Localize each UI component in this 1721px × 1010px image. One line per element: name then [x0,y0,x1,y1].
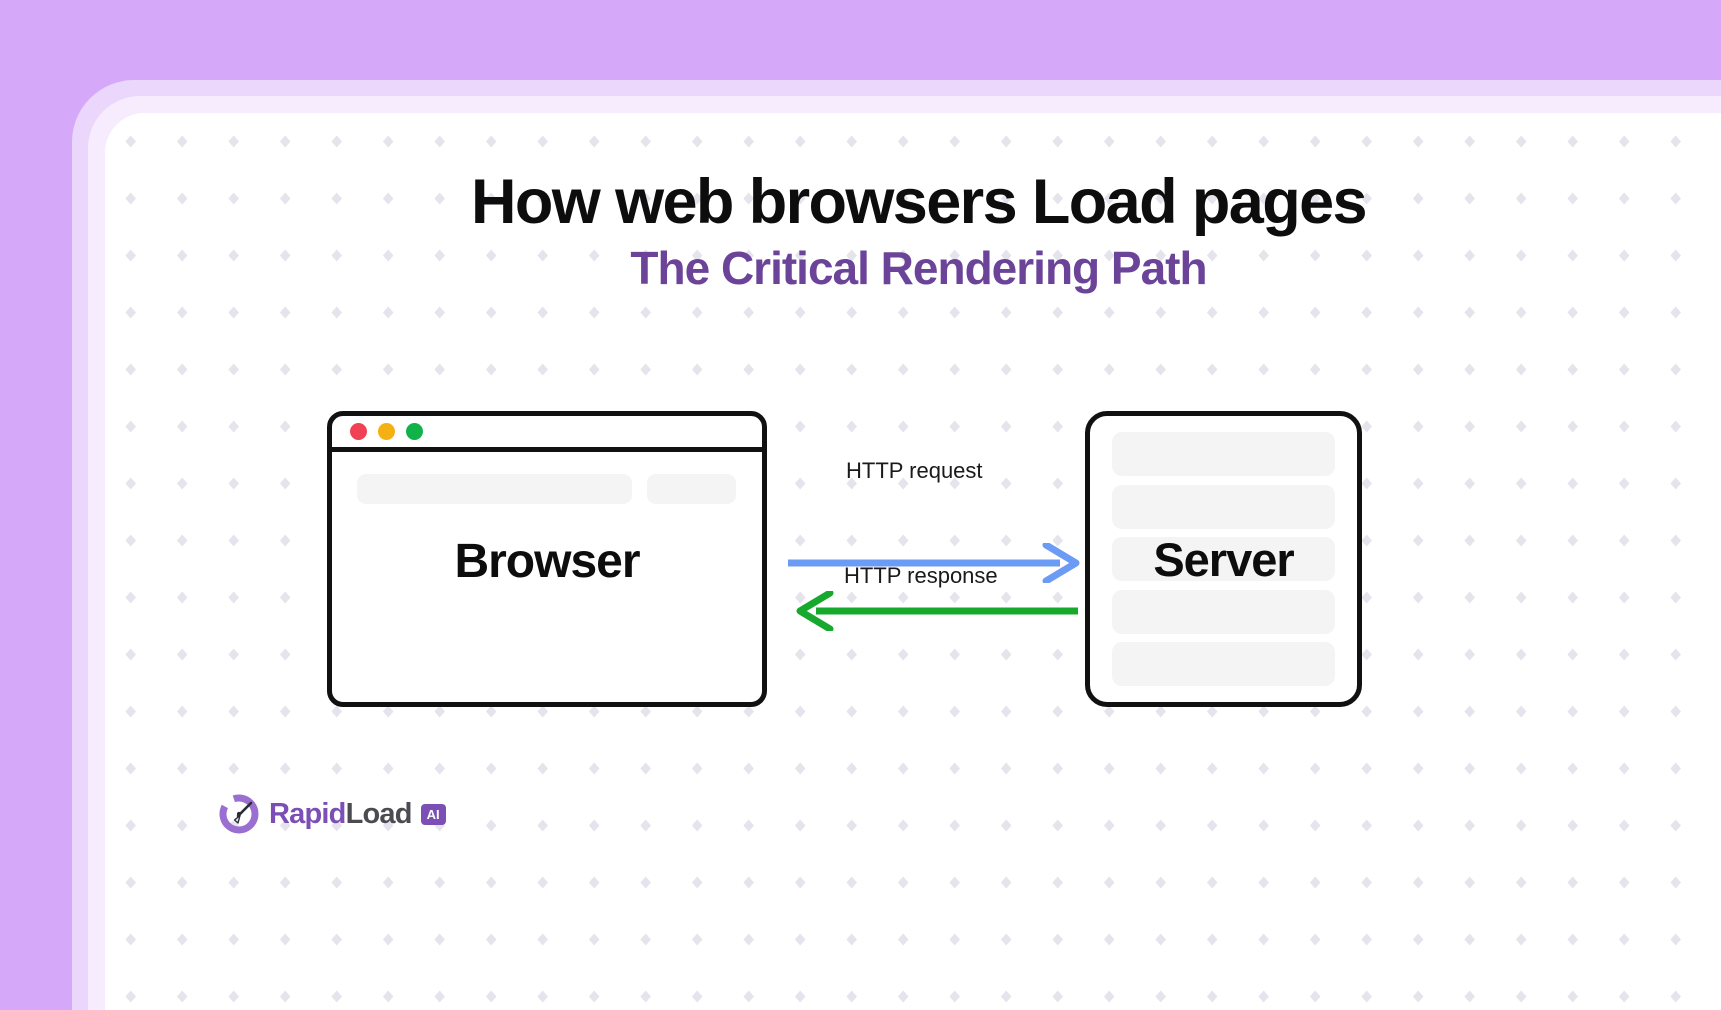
page-title: How web browsers Load pages [470,167,1368,237]
http-response-arrow-icon [796,591,1078,631]
server-box [1085,411,1362,707]
server-label: Server [1153,532,1294,586]
address-bar-placeholder[interactable] [357,474,632,504]
logo-name-second: Load [345,797,413,830]
http-response-label: HTTP response [844,563,998,588]
toolbar-button-placeholder[interactable] [647,474,736,504]
page-subtitle: The Critical Rendering Path [630,242,1207,295]
maximize-traffic-light-icon[interactable] [406,423,423,440]
browser-window: Browser [327,411,767,707]
http-request-arrow-icon [788,543,1080,583]
http-request-label: HTTP request [846,458,983,483]
content-card: How web browsers Load pages The Critical… [105,113,1721,1010]
logo-ai-badge: AI [420,803,446,825]
minimize-traffic-light-icon[interactable] [378,423,395,440]
server-rack-row [1112,537,1335,581]
headings: How web browsers Load pages The Critical… [105,113,1721,295]
browser-titlebar [332,416,762,452]
server-rack-row [1112,589,1335,634]
server-rack-row [1112,642,1335,686]
server-rack-row [1112,484,1335,529]
server-rack-row [1112,432,1335,476]
speedometer-gauge-icon [219,794,259,834]
logo-name-first: Rapid [269,797,346,830]
browser-toolbar-placeholders [332,452,762,504]
browser-label: Browser [454,535,640,588]
close-traffic-light-icon[interactable] [350,423,367,440]
